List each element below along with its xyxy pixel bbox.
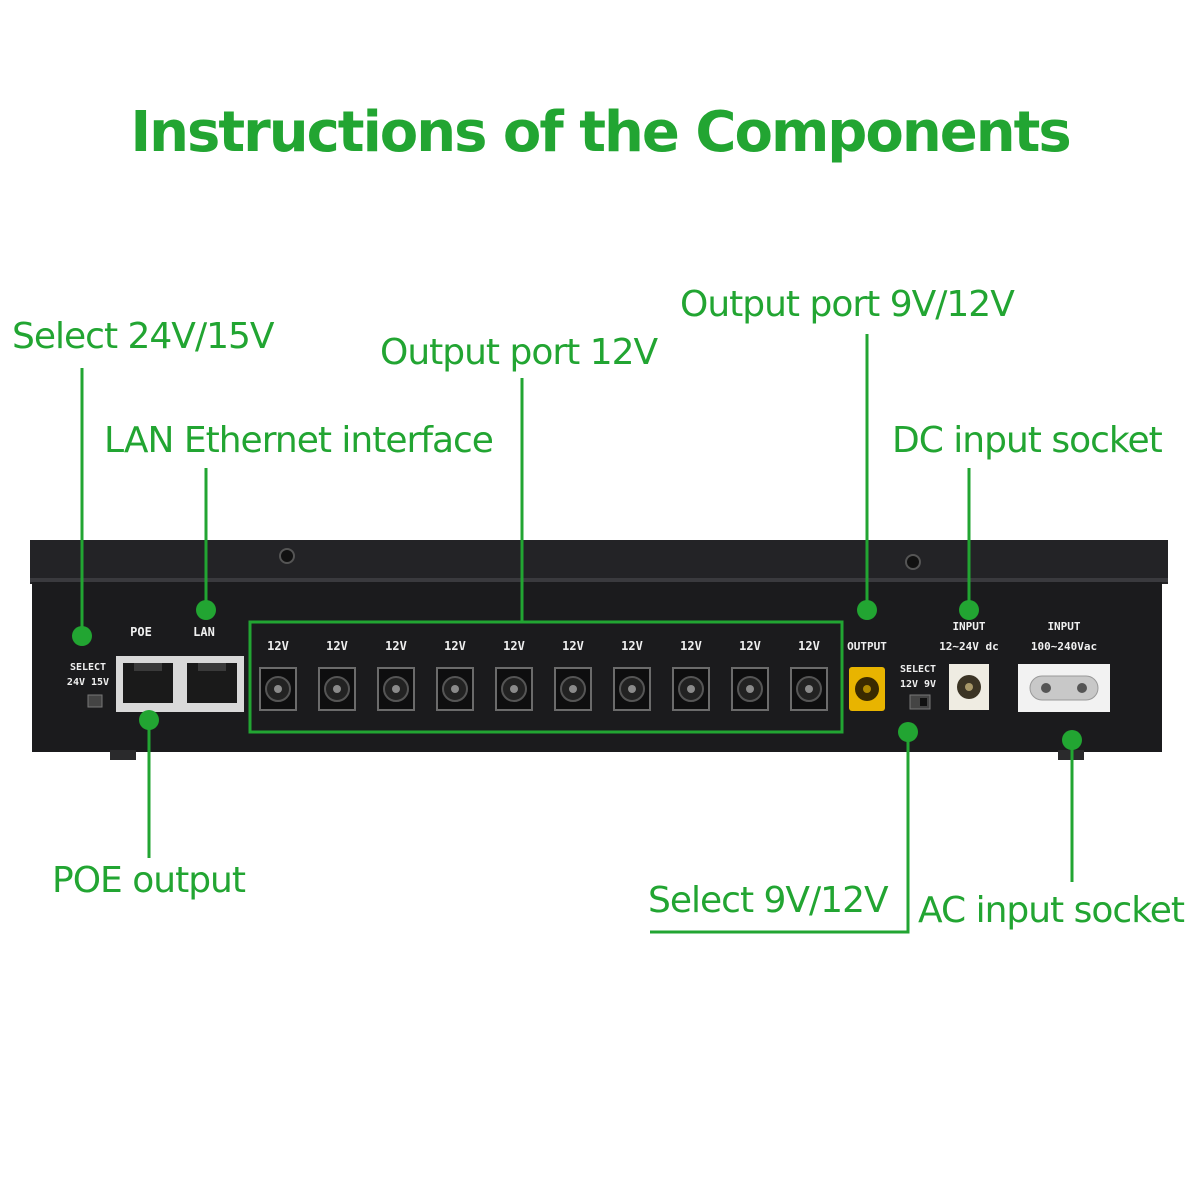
callout-leader-lines	[80, 334, 1074, 934]
output-port-12v-label: 12V	[444, 639, 466, 653]
callout-output-port-9v-12v: Output port 9V/12V	[680, 284, 1015, 325]
poe-ethernet-port[interactable]	[116, 656, 180, 712]
output-port-12v[interactable]: 12V	[436, 639, 474, 711]
output-port-12v-label: 12V	[503, 639, 525, 653]
callout-select-9v-12v: Select 9V/12V	[648, 880, 889, 921]
callout-ac-input-socket: AC input socket	[918, 890, 1185, 931]
select-24v-15v-switch[interactable]: SELECT 24V 15V	[67, 662, 109, 708]
output-port-12v-label: 12V	[267, 639, 289, 653]
output-port-12v[interactable]: 12V	[672, 639, 710, 711]
right-switch-label-2: 12V 9V	[900, 679, 936, 690]
output-port-12v-label: 12V	[621, 639, 643, 653]
output-port-12v-label: 12V	[562, 639, 584, 653]
leader-select-9v-12v	[650, 732, 910, 934]
lan-port-label: LAN	[193, 625, 215, 639]
output-port-12v[interactable]: 12V	[554, 639, 592, 711]
output-port-label: OUTPUT	[847, 640, 887, 653]
right-switch-label-1: SELECT	[900, 664, 936, 675]
left-switch-label-2: 24V 15V	[67, 677, 109, 688]
ac-input-label-2: 100~240Vac	[1031, 640, 1097, 653]
device-top-cover	[30, 540, 1168, 584]
output-port-12v-label: 12V	[739, 639, 761, 653]
dc-input-label-1: INPUT	[952, 620, 985, 633]
screw-icon	[905, 554, 921, 570]
screw-icon	[279, 548, 295, 564]
callout-select-24v-15v: Select 24V/15V	[12, 316, 275, 357]
poe-port-label: POE	[130, 625, 152, 639]
output-port-12v[interactable]: 12V	[731, 639, 769, 711]
lan-ethernet-port[interactable]	[180, 656, 244, 712]
output-port-9v-12v[interactable]: OUTPUT	[847, 640, 887, 711]
callout-dots	[72, 600, 1082, 750]
output-port-12v[interactable]: 12V	[613, 639, 651, 711]
device-foot-left	[110, 750, 136, 760]
output-port-12v[interactable]: 12V	[318, 639, 356, 711]
output-port-12v[interactable]: 12V	[790, 639, 828, 711]
left-switch-label-1: SELECT	[70, 662, 106, 673]
output-port-12v-group: 12V 12V 12V 12V 12V 12V 12V 12V 12V 12V	[259, 639, 828, 711]
select-9v-12v-switch[interactable]: SELECT 12V 9V	[900, 664, 936, 710]
output-port-12v-label: 12V	[798, 639, 820, 653]
output-port-12v[interactable]: 12V	[377, 639, 415, 711]
page-title: Instructions of the Components	[130, 100, 1071, 165]
output-port-12v[interactable]: 12V	[495, 639, 533, 711]
ac-input-label-1: INPUT	[1047, 620, 1080, 633]
dc-input-socket[interactable]: INPUT 12~24V dc	[939, 620, 999, 710]
output-port-12v-highlight	[248, 620, 844, 734]
output-port-12v-label: 12V	[385, 639, 407, 653]
output-port-12v-label: 12V	[326, 639, 348, 653]
dc-input-label-2: 12~24V dc	[939, 640, 999, 653]
callout-output-port-12v: Output port 12V	[380, 332, 658, 373]
callout-dc-input-socket: DC input socket	[892, 420, 1163, 461]
output-port-12v[interactable]: 12V	[259, 639, 297, 711]
callout-lan-ethernet: LAN Ethernet interface	[104, 420, 494, 461]
output-port-12v-label: 12V	[680, 639, 702, 653]
callout-poe-output: POE output	[52, 860, 246, 901]
ac-input-socket[interactable]: INPUT 100~240Vac	[1018, 620, 1110, 712]
